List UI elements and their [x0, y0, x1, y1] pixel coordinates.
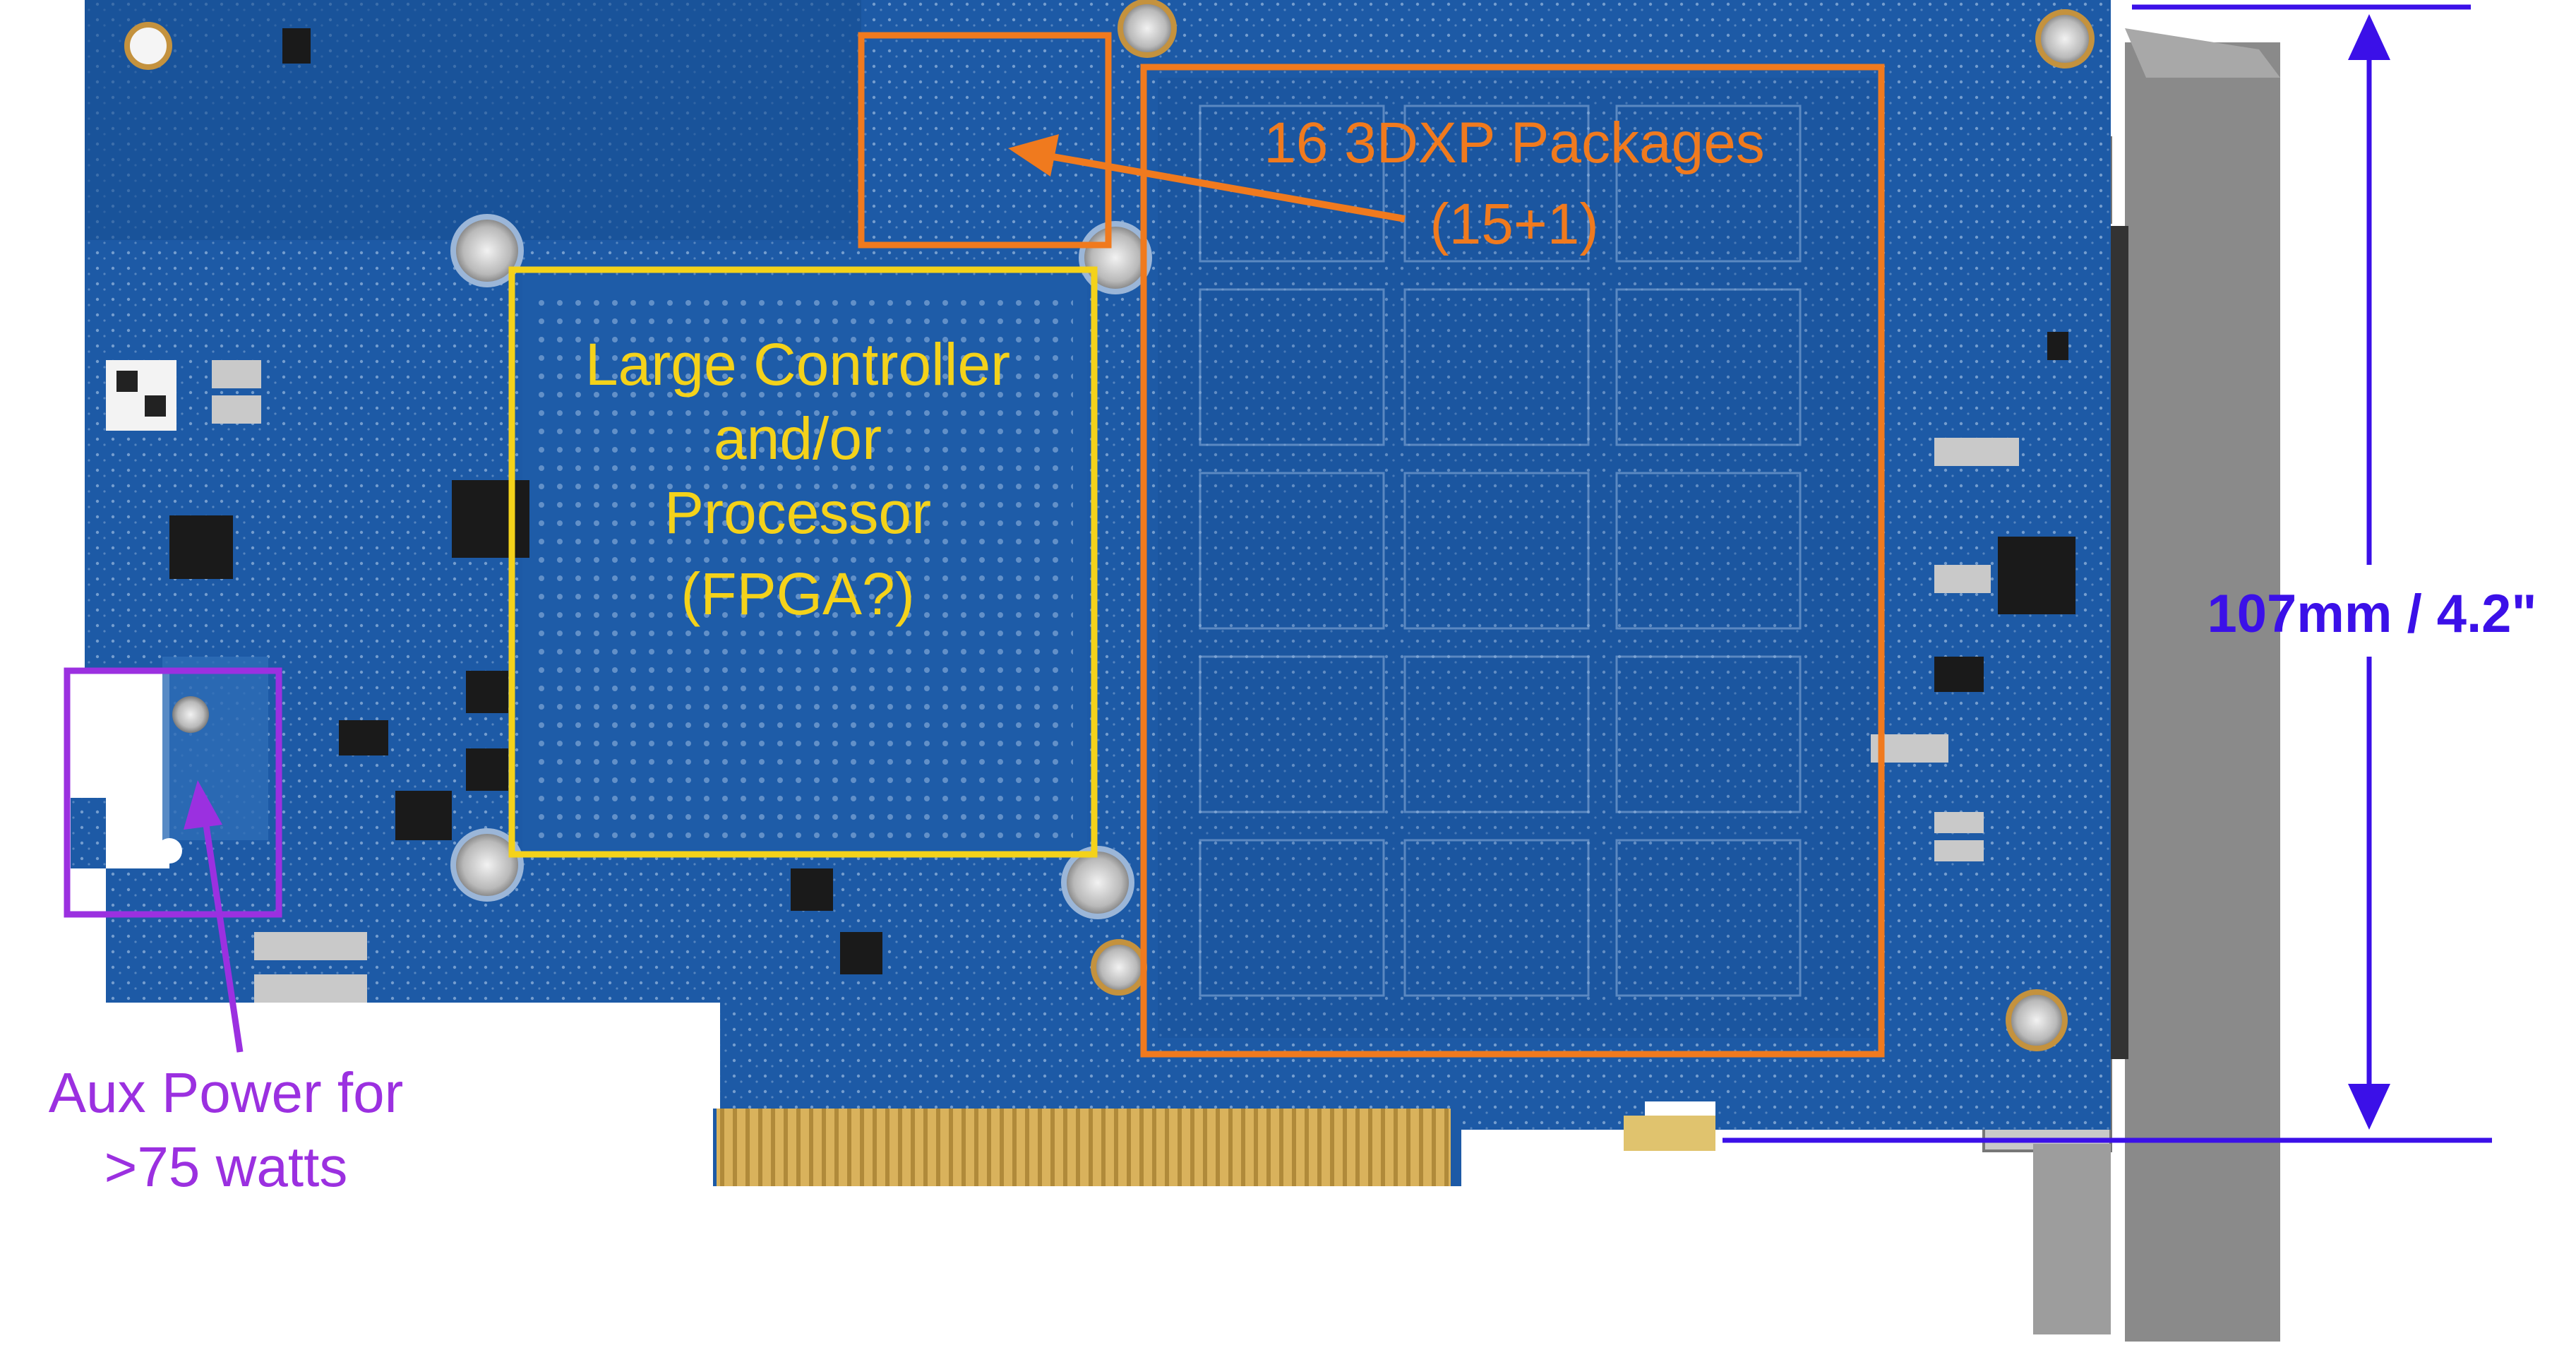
aux-power-highlight-box — [64, 667, 282, 918]
pcie-gold-fingers — [713, 1109, 1715, 1186]
controller-bga-area — [522, 275, 1087, 854]
qr-label — [106, 360, 176, 431]
packages-highlight-box — [1140, 64, 1885, 1058]
aux-power-label-line2: >75 watts — [104, 1135, 348, 1198]
controller-label-line1: Large Controller — [585, 331, 1010, 398]
controller-label-line2: and/or — [714, 405, 882, 472]
controller-label-line3: Processor — [664, 479, 931, 546]
single-package-highlight-box — [858, 32, 1112, 249]
dimension-marker — [1723, 4, 2492, 1143]
dimension-label: 107mm / 4.2" — [2207, 584, 2537, 644]
aux-power-arrow — [184, 780, 244, 1053]
packages-arrow — [1008, 134, 1406, 222]
controller-label-line4: (FPGA?) — [681, 561, 914, 627]
packages-label-line2: (15+1) — [1430, 192, 1598, 256]
mounting-screws — [124, 0, 2095, 1051]
small-components — [169, 28, 2075, 974]
controller-highlight-box — [508, 266, 1098, 858]
passive-components — [212, 360, 2019, 1003]
aux-power-label-line1: Aux Power for — [49, 1061, 403, 1124]
memory-package-grid — [1158, 78, 1878, 1038]
packages-label-line1: 16 3DXP Packages — [1264, 111, 1765, 175]
